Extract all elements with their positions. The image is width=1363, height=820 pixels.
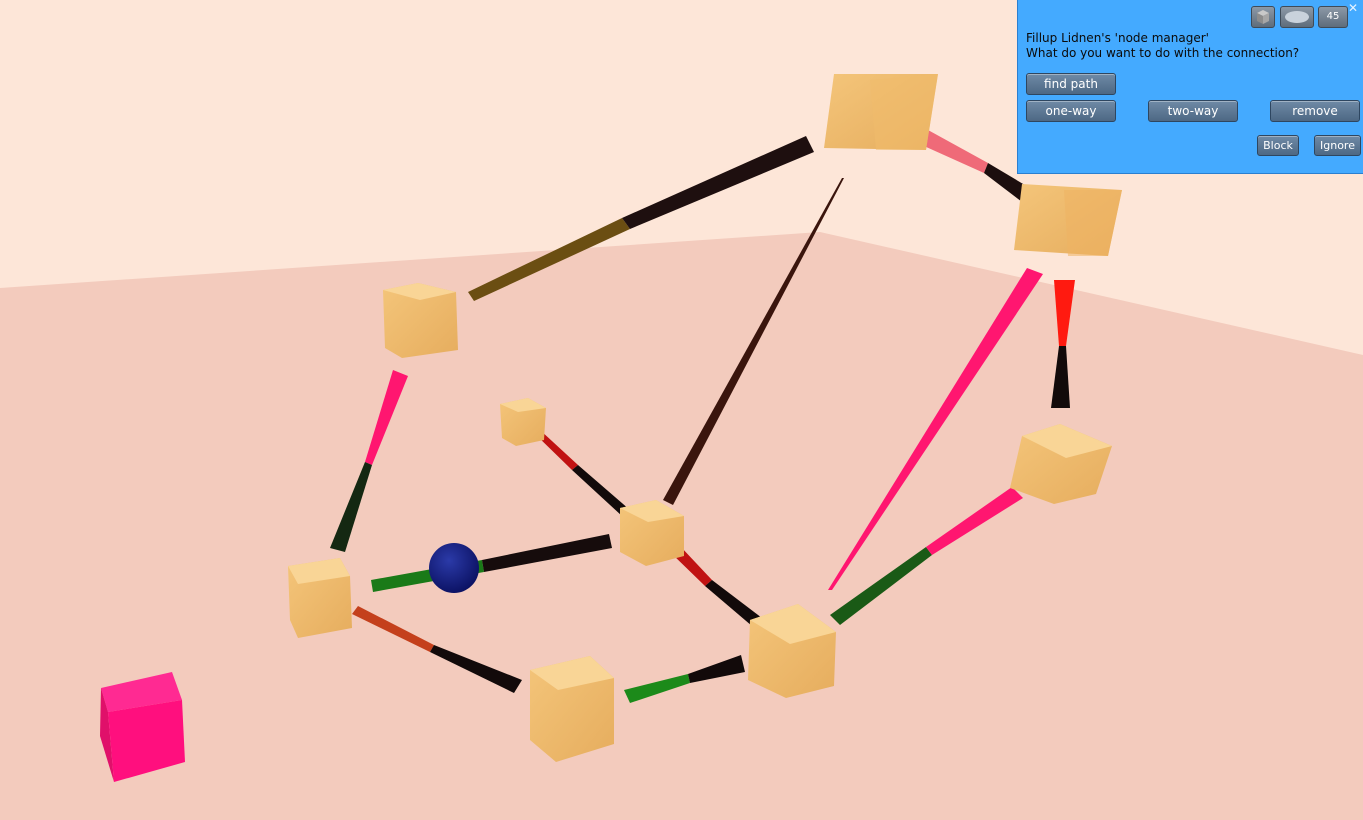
connection-link: [828, 268, 1043, 590]
node-cube: [530, 656, 614, 762]
connection-link: [688, 655, 745, 683]
blue-sphere-marker[interactable]: [429, 543, 479, 593]
block-button[interactable]: Block: [1257, 135, 1299, 156]
ignore-button[interactable]: Ignore: [1314, 135, 1361, 156]
connection-link: [533, 430, 578, 470]
connection-link: [663, 178, 844, 505]
connection-link: [926, 487, 1023, 555]
connection-link: [624, 674, 690, 703]
dialog-title: Fillup Lidnen's 'node manager': [1026, 31, 1209, 45]
node-cube: [824, 74, 938, 150]
connections: [330, 130, 1075, 703]
connection-link: [352, 606, 434, 652]
node-cube: [1010, 424, 1112, 504]
cube-icon: [1257, 10, 1269, 24]
script-dialog: 45 ✕ Fillup Lidnen's 'node manager' What…: [1017, 0, 1363, 174]
two-way-button[interactable]: two-way: [1148, 100, 1238, 122]
node-cube: [500, 398, 546, 446]
one-way-button[interactable]: one-way: [1026, 100, 1116, 122]
connection-link: [1054, 280, 1075, 346]
close-icon[interactable]: ✕: [1347, 1, 1358, 15]
connection-link: [830, 547, 932, 625]
chat-bubble-icon: [1285, 11, 1309, 23]
connection-link: [468, 218, 630, 301]
node-cube: [748, 604, 836, 698]
connection-link: [705, 580, 762, 626]
connection-link: [622, 136, 814, 229]
connection-link: [430, 645, 522, 693]
node-cubes[interactable]: [288, 74, 1122, 762]
dialog-message: Fillup Lidnen's 'node manager' What do y…: [1026, 31, 1299, 61]
node-cube: [1014, 184, 1122, 256]
chat-button[interactable]: [1280, 6, 1314, 28]
connection-link: [330, 462, 372, 552]
connection-link: [572, 465, 630, 516]
node-cube: [620, 500, 684, 566]
pink-cube[interactable]: [100, 672, 185, 782]
remove-button[interactable]: remove: [1270, 100, 1360, 122]
connection-link: [482, 534, 612, 572]
find-path-button[interactable]: find path: [1026, 73, 1116, 95]
connection-link: [365, 370, 408, 465]
dialog-question: What do you want to do with the connecti…: [1026, 46, 1300, 60]
connection-link: [1051, 346, 1070, 408]
node-cube: [288, 558, 352, 638]
node-cube: [383, 283, 458, 358]
dialog-count-badge: 45: [1318, 6, 1348, 28]
object-inspect-button[interactable]: [1251, 6, 1275, 28]
connection-link: [924, 130, 988, 173]
